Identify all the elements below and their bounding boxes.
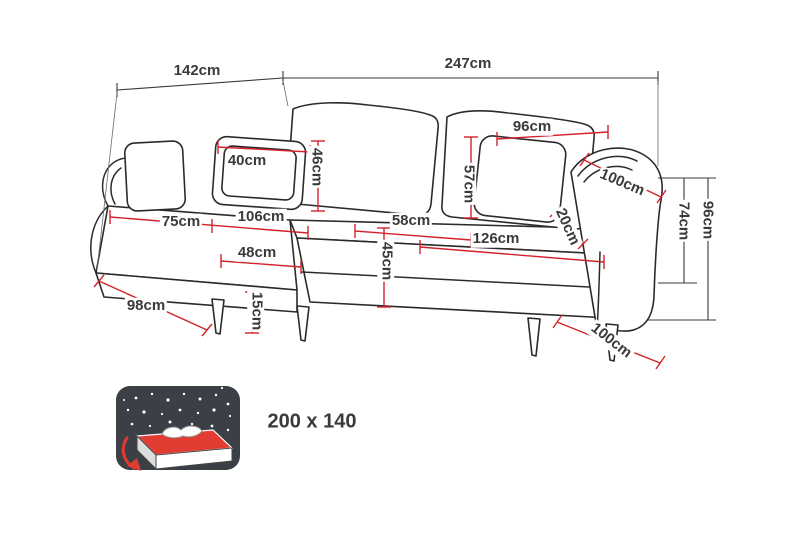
dim-leg-height: 15cm xyxy=(247,289,266,333)
sleeping-area-size: 200 x 140 xyxy=(267,410,357,433)
dim-small-pillow-width: 40cm xyxy=(225,151,269,170)
star-dots xyxy=(123,386,232,432)
dim-chaise-front-height: 48cm xyxy=(235,243,279,262)
dim-chaise-depth: 142cm xyxy=(171,61,223,80)
dim-backrest-height: 57cm xyxy=(459,162,478,206)
dim-chaise-length: 106cm xyxy=(235,207,287,226)
dim-right-back-width: 96cm xyxy=(510,117,554,136)
outer-dimension-lines xyxy=(96,71,716,321)
dim-chaise-front-width: 98cm xyxy=(124,296,168,315)
bed-with-stars-icon xyxy=(116,386,240,471)
dim-total-width: 247cm xyxy=(442,54,494,73)
dim-armrest-height: 74cm xyxy=(674,199,693,243)
dim-total-height: 96cm xyxy=(698,198,717,242)
dim-small-pillow-height: 46cm xyxy=(307,145,326,189)
dim-seat-height: 45cm xyxy=(377,239,396,283)
dim-seat-front-width: 126cm xyxy=(470,229,522,248)
dim-seat-depth: 58cm xyxy=(389,211,433,230)
dim-chaise-seat-width: 75cm xyxy=(159,212,203,231)
sofa-outline xyxy=(90,101,663,362)
